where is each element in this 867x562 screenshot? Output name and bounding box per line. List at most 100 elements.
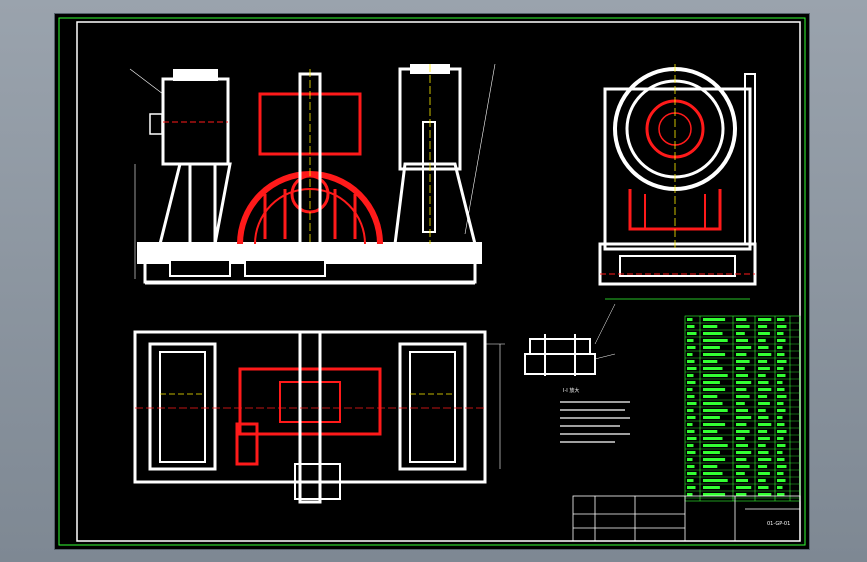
- parts-entry-mark: [777, 395, 787, 398]
- parts-entry-mark: [703, 444, 728, 447]
- drawing-number: 01-GP-01: [767, 521, 790, 527]
- parts-entry-mark: [758, 374, 766, 377]
- parts-entry-mark: [736, 451, 752, 454]
- parts-entry-mark: [758, 402, 770, 405]
- parts-entry-mark: [703, 325, 718, 328]
- parts-entry-mark: [758, 367, 770, 370]
- parts-entry-mark: [687, 332, 697, 335]
- parts-entry-mark: [703, 395, 718, 398]
- parts-entry-mark: [758, 479, 766, 482]
- parts-entry-mark: [687, 493, 693, 496]
- parts-entry-mark: [736, 395, 750, 398]
- parts-entry-mark: [777, 416, 783, 419]
- parts-entry-mark: [703, 360, 718, 363]
- parts-entry-mark: [777, 346, 783, 349]
- parts-entry-mark: [703, 367, 723, 370]
- parts-entry-mark: [777, 493, 785, 496]
- parts-entry-mark: [736, 458, 747, 461]
- parts-entry-mark: [736, 416, 752, 419]
- parts-entry-mark: [758, 486, 769, 489]
- parts-entry-mark: [758, 423, 772, 426]
- parts-entry-mark: [687, 444, 694, 447]
- parts-entry-mark: [703, 465, 718, 468]
- parts-entry-mark: [758, 437, 770, 440]
- parts-entry-mark: [758, 332, 770, 335]
- parts-entry-mark: [687, 423, 693, 426]
- parts-entry-mark: [758, 416, 769, 419]
- parts-entry-mark: [703, 381, 720, 384]
- technical-notes: [560, 401, 630, 443]
- parts-entry-mark: [777, 437, 784, 440]
- parts-entry-mark: [703, 388, 726, 391]
- parts-entry-mark: [703, 416, 720, 419]
- parts-entry-mark: [687, 486, 696, 489]
- parts-list-entries: [687, 318, 787, 496]
- parts-entry-mark: [777, 325, 787, 328]
- parts-entry-mark: [687, 458, 693, 461]
- parts-entry-mark: [736, 374, 748, 377]
- parts-entry-mark: [687, 430, 695, 433]
- title-block: [572, 495, 801, 542]
- parts-entry-mark: [687, 472, 697, 475]
- outer-frame: [58, 17, 806, 546]
- parts-entry-mark: [703, 479, 728, 482]
- parts-entry-mark: [777, 332, 784, 335]
- parts-entry-mark: [687, 451, 696, 454]
- parts-entry-mark: [687, 388, 693, 391]
- parts-entry-mark: [703, 437, 723, 440]
- parts-entry-mark: [758, 318, 772, 321]
- parts-entry-mark: [758, 388, 772, 391]
- parts-entry-mark: [736, 486, 752, 489]
- parts-entry-mark: [703, 458, 726, 461]
- parts-entry-mark: [703, 430, 718, 433]
- parts-entry-mark: [777, 318, 785, 321]
- parts-entry-mark: [687, 381, 696, 384]
- parts-list-rows: [685, 322, 800, 499]
- parts-entry-mark: [703, 423, 726, 426]
- parts-entry-mark: [777, 472, 784, 475]
- parts-entry-mark: [703, 493, 726, 496]
- parts-entry-mark: [736, 437, 745, 440]
- parts-entry-mark: [777, 423, 785, 426]
- parts-entry-mark: [687, 479, 694, 482]
- parts-entry-mark: [736, 479, 748, 482]
- parts-entry-mark: [758, 444, 766, 447]
- parts-entry-mark: [687, 367, 697, 370]
- parts-entry-mark: [687, 374, 694, 377]
- parts-entry-mark: [736, 402, 745, 405]
- parts-entry-mark: [777, 402, 784, 405]
- parts-entry-mark: [736, 430, 750, 433]
- parts-entry-mark: [736, 381, 752, 384]
- parts-entry-mark: [736, 360, 750, 363]
- parts-entry-mark: [758, 458, 772, 461]
- parts-entry-mark: [777, 451, 783, 454]
- parts-entry-mark: [736, 325, 750, 328]
- parts-entry-mark: [687, 339, 694, 342]
- parts-entry-mark: [687, 346, 696, 349]
- parts-entry-mark: [777, 458, 785, 461]
- inner-frame: [76, 21, 801, 542]
- parts-entry-mark: [687, 318, 693, 321]
- parts-entry-mark: [777, 486, 783, 489]
- parts-entry-mark: [687, 409, 694, 412]
- parts-entry-mark: [736, 318, 747, 321]
- cad-drawing: I-I 放大 01-GP-01: [58, 17, 806, 546]
- parts-entry-mark: [758, 346, 769, 349]
- parts-entry-mark: [703, 353, 726, 356]
- parts-entry-mark: [703, 409, 728, 412]
- top-view: [133, 330, 505, 504]
- parts-entry-mark: [777, 388, 785, 391]
- parts-entry-mark: [777, 444, 786, 447]
- parts-entry-mark: [777, 360, 787, 363]
- front-view: [129, 63, 496, 285]
- parts-entry-mark: [703, 318, 726, 321]
- parts-entry-mark: [687, 402, 697, 405]
- detail-view: [524, 303, 616, 376]
- parts-entry-mark: [687, 395, 695, 398]
- parts-entry-mark: [758, 339, 766, 342]
- parts-entry-mark: [736, 339, 748, 342]
- parts-entry-mark: [736, 472, 745, 475]
- parts-entry-mark: [687, 465, 695, 468]
- parts-entry-mark: [687, 416, 696, 419]
- parts-entry-mark: [758, 451, 769, 454]
